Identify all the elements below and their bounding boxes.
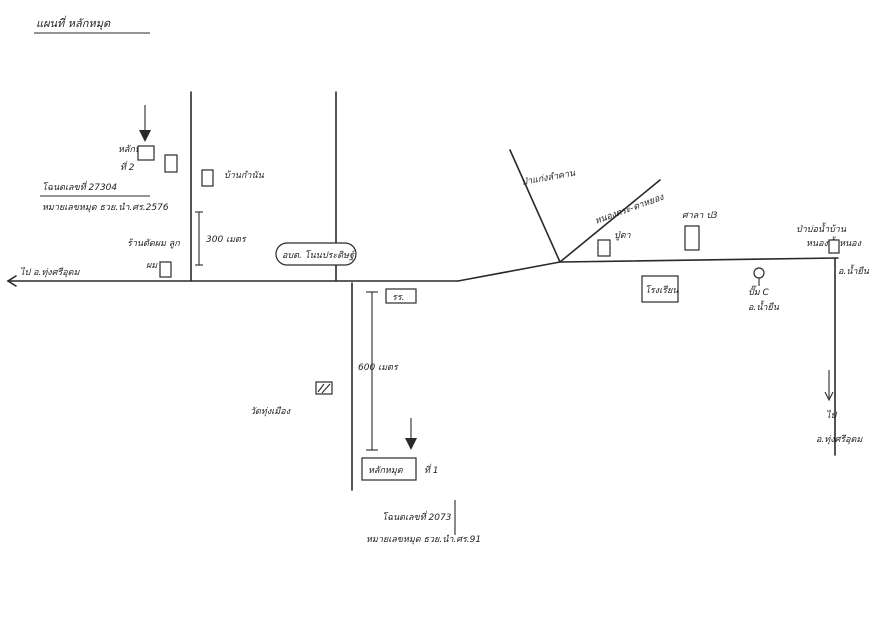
pond-label: ป่าบ่อน้ำบ้าน: [796, 222, 847, 235]
marker1-box: [361, 457, 417, 481]
school-label: โรงเรียน: [645, 284, 679, 296]
west-direction-label: ไป อ.ทุ่งศรีอุดม: [20, 266, 80, 278]
main-road-east: [559, 257, 839, 263]
building-marker2: [164, 154, 178, 173]
south-direction-label: ไป: [826, 409, 838, 421]
map-title: แผนที่ หลักหมุด: [36, 15, 111, 30]
south-arrow-icon: [824, 391, 834, 402]
hatch-1: [317, 383, 325, 393]
branch-road-ne: [559, 179, 661, 263]
south-distance-label: 600 เมตร: [358, 363, 399, 373]
barber-icon: [159, 261, 172, 278]
school-badge-label: รร.: [392, 293, 405, 303]
district-label: อ.น้ำยืน: [838, 264, 870, 277]
shrine-icon: [597, 239, 611, 257]
shrine-label: ปู่ตา: [614, 231, 632, 241]
west-arrow-icon: [6, 275, 17, 287]
north-distance-label: 300 เมตร: [206, 235, 247, 245]
pond-icon: [828, 239, 840, 254]
marker2-box: [137, 145, 155, 161]
marker1-number: ที่ 1: [424, 463, 439, 476]
marker1-arrow-icon: [405, 438, 417, 450]
hatch-2: [321, 383, 331, 394]
pump-label: ปั๊ม C: [748, 285, 770, 298]
hatched-building-icon: [315, 381, 333, 395]
headman-house-icon: [201, 169, 214, 187]
barber-label-2: ผม: [146, 261, 158, 271]
forest-label: ป่าแก่งลำคาน: [521, 168, 577, 188]
obt-office-label: อบต. โนนประดิษฐ์: [282, 249, 356, 261]
obt-office-box: [275, 242, 357, 266]
marker1-label: หลักหมุด: [368, 465, 404, 476]
road-sign-label: หนองตระ-ตาหยอง: [594, 192, 666, 226]
marker2-deed: โฉนดเลขที่ 27304: [42, 180, 117, 193]
barber-label: ร้านตัดผม ลูก: [127, 238, 180, 249]
school-badge-box: [385, 288, 417, 304]
pump-label-2: อ.น้ำยืน: [748, 300, 780, 313]
sala-label: ศาลา ป3: [682, 211, 718, 221]
branch-road-north: [509, 149, 561, 263]
marker1-deed: โฉนดเลขที่ 2073: [382, 510, 452, 523]
marker2-survey: หมายเลขหมุด ธวย.นำ.ศร.2576: [42, 202, 169, 213]
pump-icon: [753, 267, 765, 279]
sala-icon: [684, 225, 700, 251]
main-road-bend: [457, 261, 561, 282]
south-direction-label-2: อ.ทุ่งศรีอุดม: [816, 434, 863, 445]
headman-house-label: บ้านกำนัน: [224, 170, 265, 181]
marker1-survey: หมายเลขหมุด ธวย.นำ.ศร.91: [366, 534, 481, 545]
marker2-arrow-icon: [139, 130, 151, 142]
school-box: [641, 275, 679, 303]
temple-label: วัดทุ่งเมือง: [250, 406, 291, 417]
marker2-label: หลักหมุด: [118, 144, 154, 155]
marker2-number: ที่ 2: [120, 160, 135, 173]
